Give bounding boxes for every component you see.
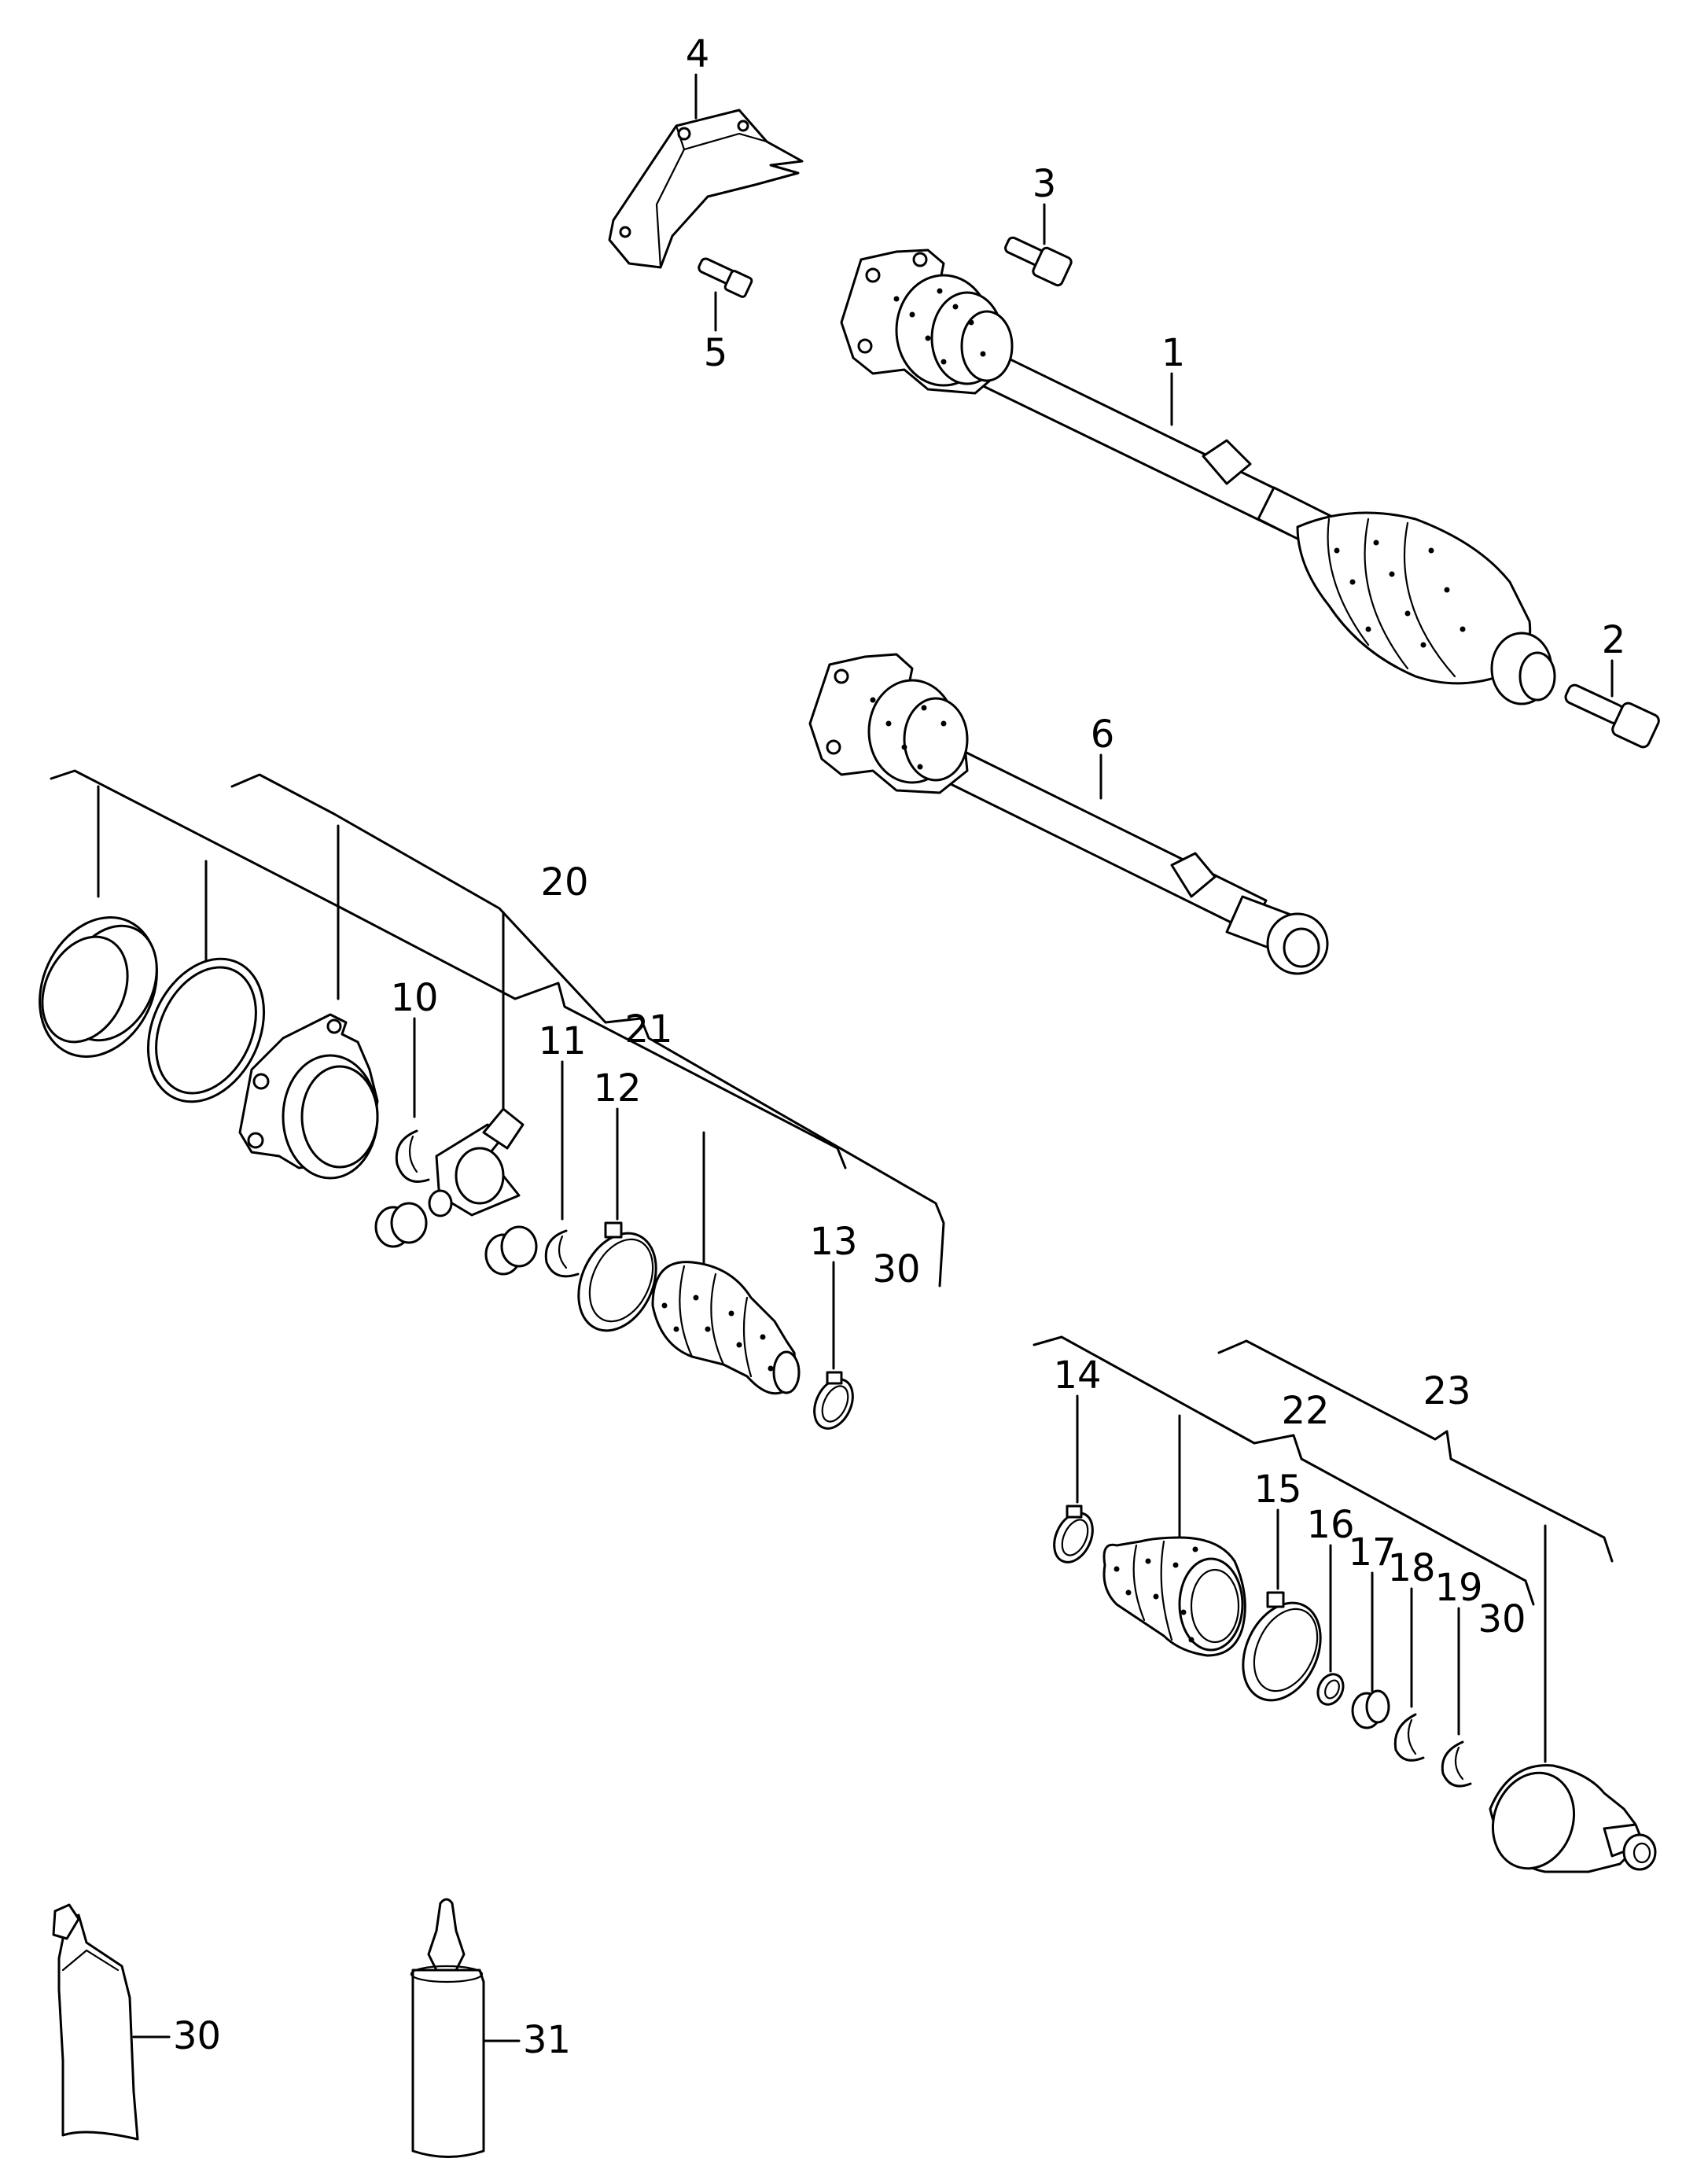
part-6-shaft bbox=[808, 653, 1329, 975]
label-17: 17 bbox=[1348, 1530, 1396, 1575]
part-4-heat-shield bbox=[608, 109, 804, 269]
label-3: 3 bbox=[1033, 162, 1057, 206]
label-13: 13 bbox=[809, 1220, 857, 1264]
label-15: 15 bbox=[1253, 1468, 1301, 1512]
bracket-22 bbox=[1033, 1335, 1535, 1606]
label-30-group22: 30 bbox=[1478, 1597, 1526, 1641]
label-20: 20 bbox=[540, 860, 588, 904]
part-inner-boot-dots bbox=[661, 1295, 774, 1372]
part-2-bolt bbox=[1564, 683, 1660, 749]
part-1-drive-shaft bbox=[840, 249, 1556, 705]
label-21: 21 bbox=[624, 1007, 672, 1052]
part-13-clamp bbox=[813, 1371, 854, 1430]
part-17-spacer bbox=[1351, 1689, 1390, 1729]
label-5: 5 bbox=[704, 331, 728, 375]
bracket-20 bbox=[50, 769, 847, 1169]
part-seal-ring bbox=[39, 916, 158, 1058]
part-bushing-left bbox=[374, 1202, 428, 1248]
part-5-bolt bbox=[698, 257, 753, 298]
part-19-circlip bbox=[1441, 1740, 1472, 1788]
part-inner-boot bbox=[651, 1261, 801, 1395]
part-30-grease-tube bbox=[52, 1903, 139, 2141]
part-gasket-ring bbox=[146, 957, 266, 1103]
part-14-clamp bbox=[1053, 1505, 1094, 1563]
label-4: 4 bbox=[686, 32, 710, 76]
part-bushing-right bbox=[484, 1225, 538, 1276]
part-outer-cv-joint bbox=[1489, 1764, 1657, 1873]
label-10: 10 bbox=[390, 976, 438, 1020]
label-19: 19 bbox=[1434, 1566, 1482, 1610]
part-10-circlip bbox=[395, 1129, 430, 1183]
label-16: 16 bbox=[1306, 1503, 1354, 1547]
label-23: 23 bbox=[1423, 1369, 1471, 1413]
part-3-bolt bbox=[1004, 236, 1073, 287]
part-18-circlip bbox=[1393, 1713, 1425, 1762]
part-16-washer bbox=[1316, 1673, 1345, 1706]
bracket-21 bbox=[230, 773, 945, 1287]
label-2: 2 bbox=[1602, 618, 1626, 662]
label-18: 18 bbox=[1387, 1546, 1435, 1590]
label-30: 30 bbox=[173, 2014, 221, 2058]
label-22: 22 bbox=[1281, 1389, 1329, 1433]
part-tripod-spider bbox=[428, 1107, 525, 1217]
label-30-group21: 30 bbox=[872, 1247, 920, 1291]
label-12: 12 bbox=[593, 1066, 641, 1110]
bracket-23 bbox=[1217, 1339, 1614, 1563]
part-6-boot-dots bbox=[870, 697, 947, 770]
part-outer-boot-dots bbox=[1114, 1546, 1198, 1643]
part-31-sealant-bottle bbox=[410, 1898, 485, 2158]
label-11: 11 bbox=[538, 1019, 586, 1063]
part-15-clamp bbox=[1242, 1591, 1322, 1702]
part-1-boot-dots bbox=[893, 288, 1466, 648]
label-14: 14 bbox=[1053, 1354, 1101, 1398]
label-6: 6 bbox=[1091, 713, 1115, 757]
part-11-circlip bbox=[544, 1229, 580, 1278]
label-1: 1 bbox=[1161, 331, 1186, 375]
part-12-clamp bbox=[577, 1221, 657, 1332]
part-outer-boot bbox=[1102, 1536, 1246, 1657]
label-31: 31 bbox=[523, 2018, 571, 2062]
part-joint-housing bbox=[238, 1013, 379, 1180]
